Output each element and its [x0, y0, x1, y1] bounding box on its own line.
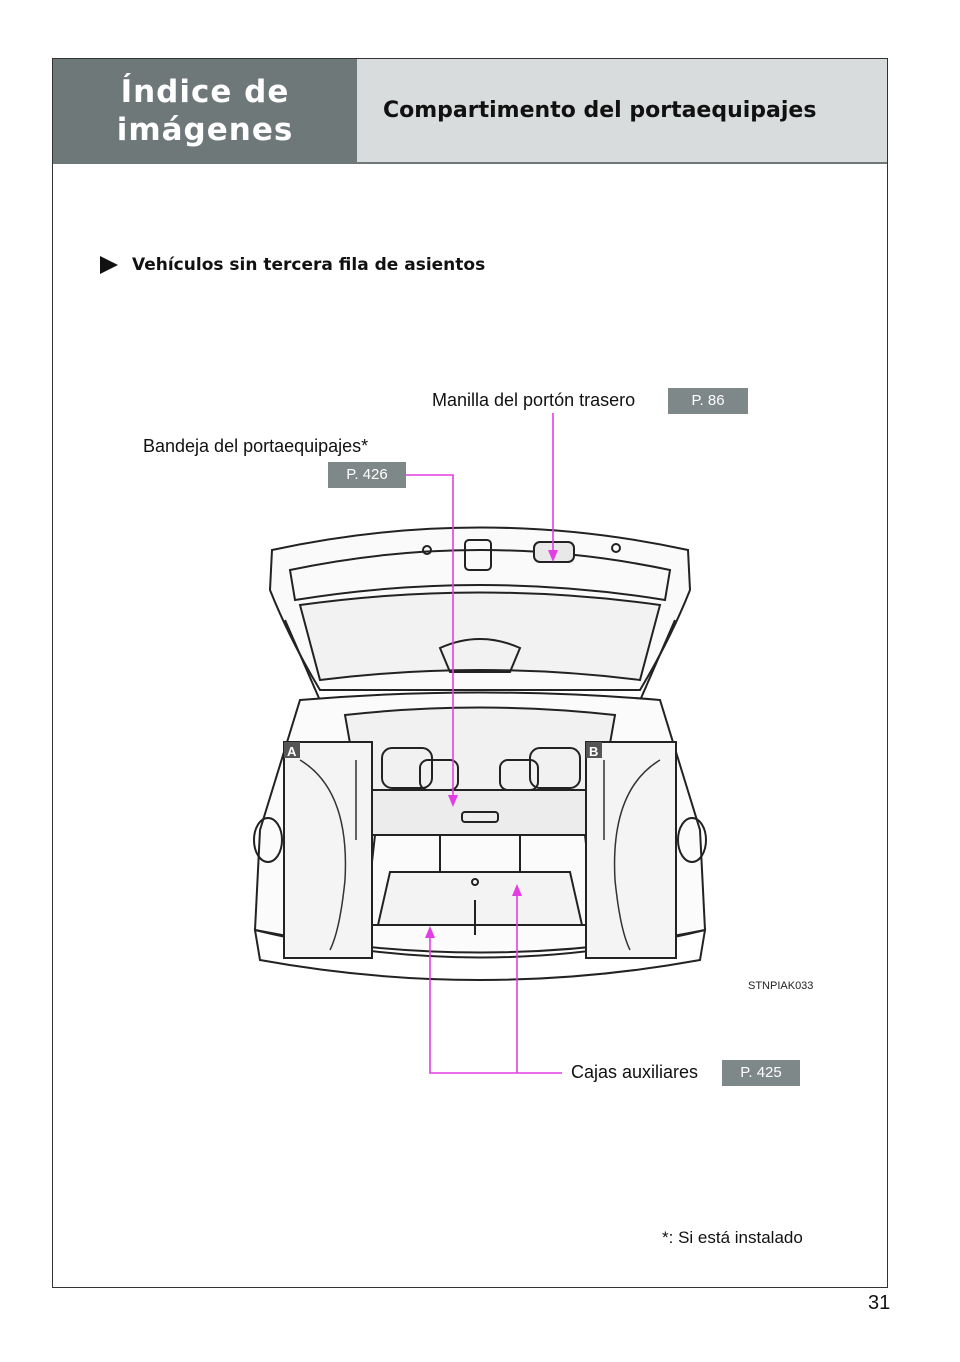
leader-arrowheads: [425, 550, 558, 938]
tonneau-cover-page-ref[interactable]: P. 426: [328, 462, 406, 488]
tailgate-handle-page-ref[interactable]: P. 86: [668, 388, 748, 414]
section-heading-text: Vehículos sin tercera fila de asientos: [132, 255, 486, 275]
inset-b-label: B: [589, 744, 598, 759]
asterisk-icon: *: [361, 436, 369, 456]
tailgate-handle-label: Manilla del portón trasero: [432, 390, 636, 410]
header-divider: [53, 162, 887, 164]
index-title-line2: imágenes: [116, 111, 294, 148]
leader-lines: [406, 413, 562, 1074]
section-title: Compartimento del portaequipajes: [357, 59, 887, 162]
inset-b: [585, 741, 677, 959]
section-heading: Vehículos sin tercera fila de asientos: [100, 255, 485, 275]
page-frame: Índice de imágenes Compartimento del por…: [52, 58, 888, 1288]
tonneau-cover-label: Bandeja del portaequipajes*: [143, 436, 368, 457]
footnote-text: : Si está instalado: [668, 1228, 803, 1247]
auxiliary-boxes-label: Cajas auxiliares: [571, 1062, 699, 1082]
illustration-code: STNPIAK033: [748, 980, 814, 992]
index-title-line1: Índice de: [120, 73, 290, 110]
asterisk-icon: *: [662, 1228, 669, 1247]
triangle-bullet-icon: [100, 256, 118, 274]
inset-a-label: A: [287, 744, 297, 759]
auxiliary-boxes-page-ref[interactable]: P. 425: [722, 1060, 800, 1086]
footnote: *: Si está instalado: [662, 1228, 803, 1248]
inset-a: [283, 741, 373, 959]
tonneau-cover-label-text: Bandeja del portaequipajes: [143, 436, 362, 456]
page-number: 31: [868, 1292, 891, 1314]
index-title: Índice de imágenes: [53, 59, 357, 162]
